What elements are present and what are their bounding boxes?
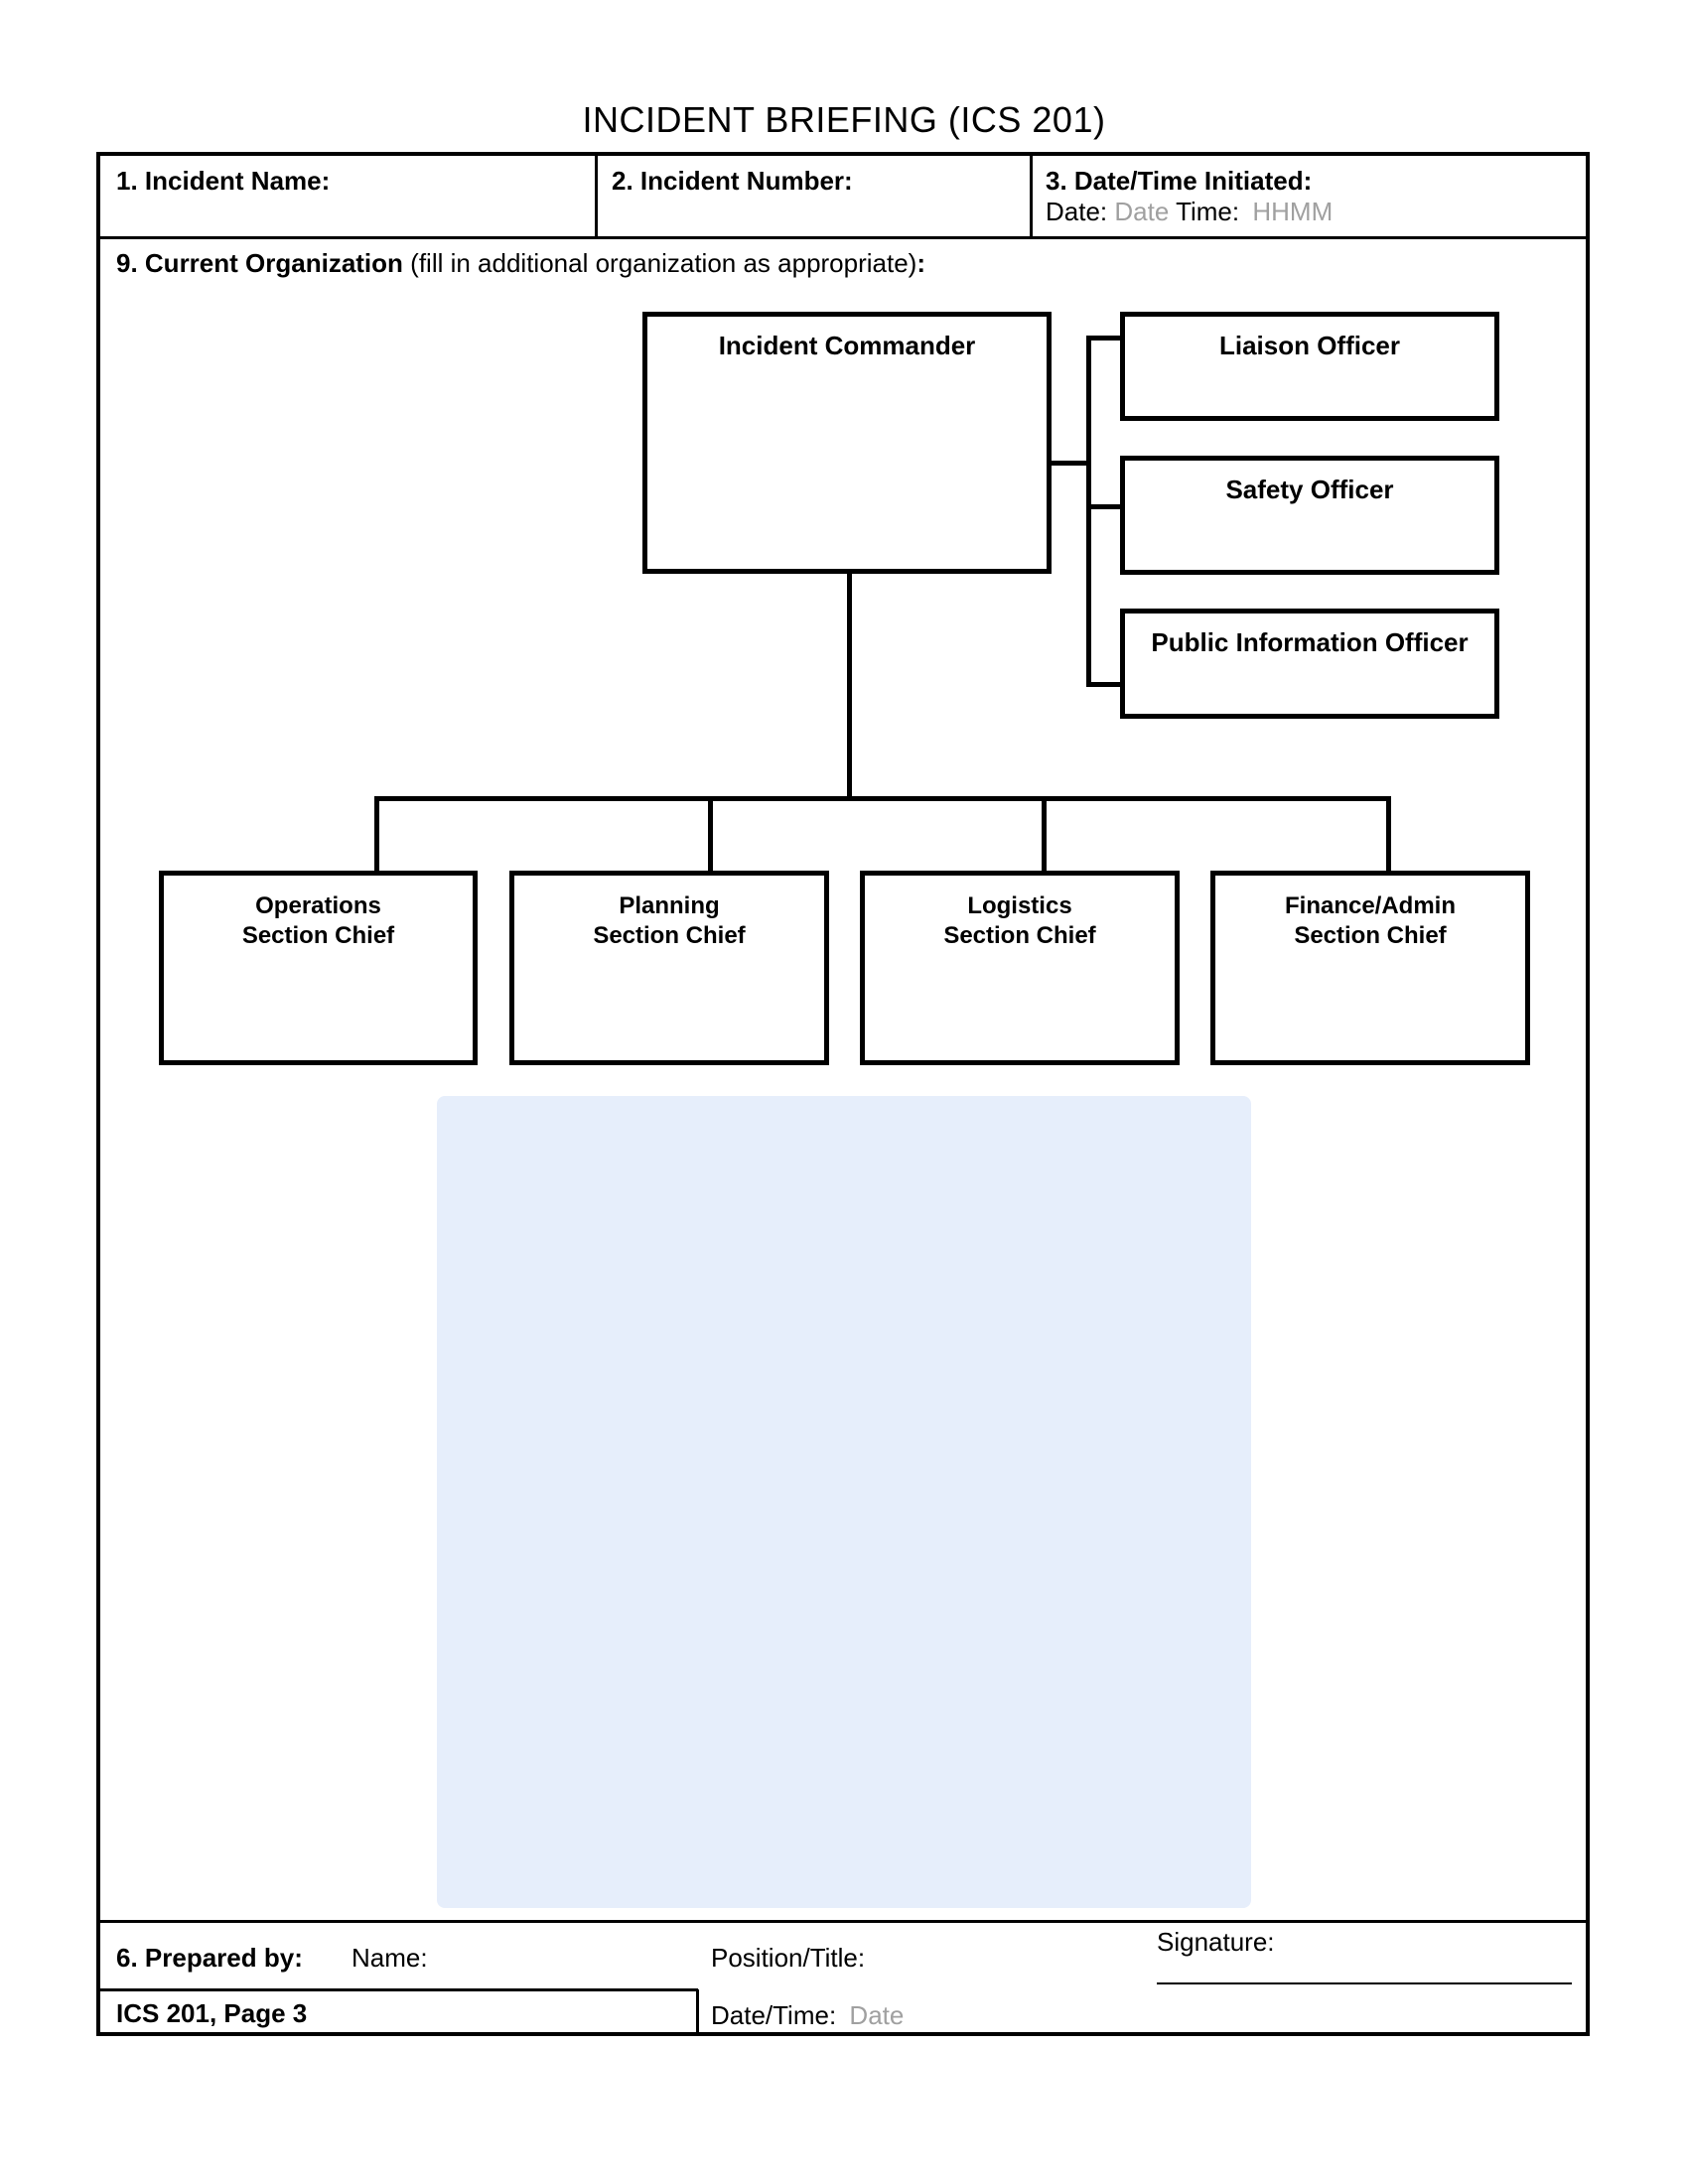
current-organization-heading: 9. Current Organization (fill in additio…	[116, 248, 925, 279]
operations-title-line1: Operations	[255, 892, 381, 919]
planning-title-line1: Planning	[619, 892, 720, 919]
date-label: Date:	[1046, 197, 1108, 226]
current-organization-label: 9. Current Organization	[116, 248, 403, 278]
finance-title-line2: Section Chief	[1294, 922, 1447, 949]
liaison-officer-title: Liaison Officer	[1218, 331, 1401, 360]
logistics-title-line2: Section Chief	[943, 922, 1096, 949]
logistics-title-line1: Logistics	[967, 892, 1072, 919]
datetime-initiated-row: Date: Date Time: HHMM	[1046, 197, 1333, 227]
planning-section-chief-box[interactable]: Planning Section Chief	[509, 871, 829, 1065]
organization-fill-area[interactable]	[437, 1096, 1251, 1908]
operations-title-line2: Section Chief	[241, 922, 395, 949]
public-information-officer-title: Public Information Officer	[1151, 627, 1469, 657]
prepared-datetime-row: Date/Time: Date	[711, 2000, 904, 2031]
prepared-by-label: 6. Prepared by:	[116, 1943, 303, 1973]
signature-line[interactable]	[1157, 1982, 1572, 1984]
finance-title-line1: Finance/Admin	[1284, 892, 1457, 919]
planning-title-line2: Section Chief	[593, 922, 746, 949]
logistics-section-chief-box[interactable]: Logistics Section Chief	[860, 871, 1180, 1065]
finance-connector	[1386, 796, 1391, 874]
header-col-divider-1	[595, 156, 598, 237]
prepared-datetime-label: Date/Time:	[711, 2000, 837, 2030]
header-col-divider-2	[1030, 156, 1033, 237]
datetime-initiated-label: 3. Date/Time Initiated:	[1046, 166, 1313, 196]
logistics-box-title: Logistics Section Chief	[865, 891, 1175, 951]
form-title: INCIDENT BRIEFING (ICS 201)	[582, 99, 1106, 140]
safety-connector	[1086, 504, 1120, 509]
liaison-connector	[1086, 336, 1120, 341]
planning-connector	[708, 796, 713, 874]
date-field[interactable]: Date	[1114, 197, 1170, 226]
prepared-date-field[interactable]: Date	[849, 2000, 905, 2030]
staff-vertical-connector	[1086, 336, 1091, 687]
prepared-by-name-label: Name:	[352, 1943, 428, 1973]
operations-section-chief-box[interactable]: Operations Section Chief	[159, 871, 478, 1065]
page-label-divider	[100, 1988, 698, 1991]
operations-connector	[374, 796, 379, 874]
position-title-label: Position/Title:	[711, 1943, 866, 1973]
incident-commander-box[interactable]: Incident Commander	[642, 312, 1052, 574]
liaison-officer-box[interactable]: Liaison Officer	[1120, 312, 1499, 421]
incident-number-label: 2. Incident Number:	[612, 166, 853, 196]
time-label: Time:	[1176, 197, 1240, 226]
page-label-col-divider	[696, 1989, 699, 2036]
page-label: ICS 201, Page 3	[116, 1998, 308, 2028]
finance-admin-section-chief-box[interactable]: Finance/Admin Section Chief	[1210, 871, 1530, 1065]
pio-connector	[1086, 682, 1120, 687]
safety-officer-title: Safety Officer	[1225, 475, 1394, 504]
signature-label: Signature:	[1157, 1927, 1275, 1957]
operations-box-title: Operations Section Chief	[164, 891, 473, 951]
public-information-officer-box[interactable]: Public Information Officer	[1120, 609, 1499, 719]
current-organization-note: (fill in additional organization as appr…	[410, 248, 917, 278]
heading-colon: :	[916, 248, 926, 278]
commander-down-connector	[847, 574, 852, 800]
logistics-connector	[1042, 796, 1047, 874]
finance-box-title: Finance/Admin Section Chief	[1215, 891, 1525, 951]
time-field[interactable]: HHMM	[1252, 197, 1334, 226]
ics-201-form: 1. Incident Name: 2. Incident Number: 3.…	[96, 152, 1590, 2036]
footer-divider	[100, 1920, 1586, 1923]
sections-horizontal-connector	[374, 796, 1391, 801]
safety-officer-box[interactable]: Safety Officer	[1120, 456, 1499, 575]
staff-stub-connector	[1047, 461, 1091, 466]
planning-box-title: Planning Section Chief	[514, 891, 824, 951]
incident-commander-title: Incident Commander	[718, 331, 976, 360]
incident-name-label: 1. Incident Name:	[116, 166, 331, 196]
header-divider	[100, 236, 1586, 239]
